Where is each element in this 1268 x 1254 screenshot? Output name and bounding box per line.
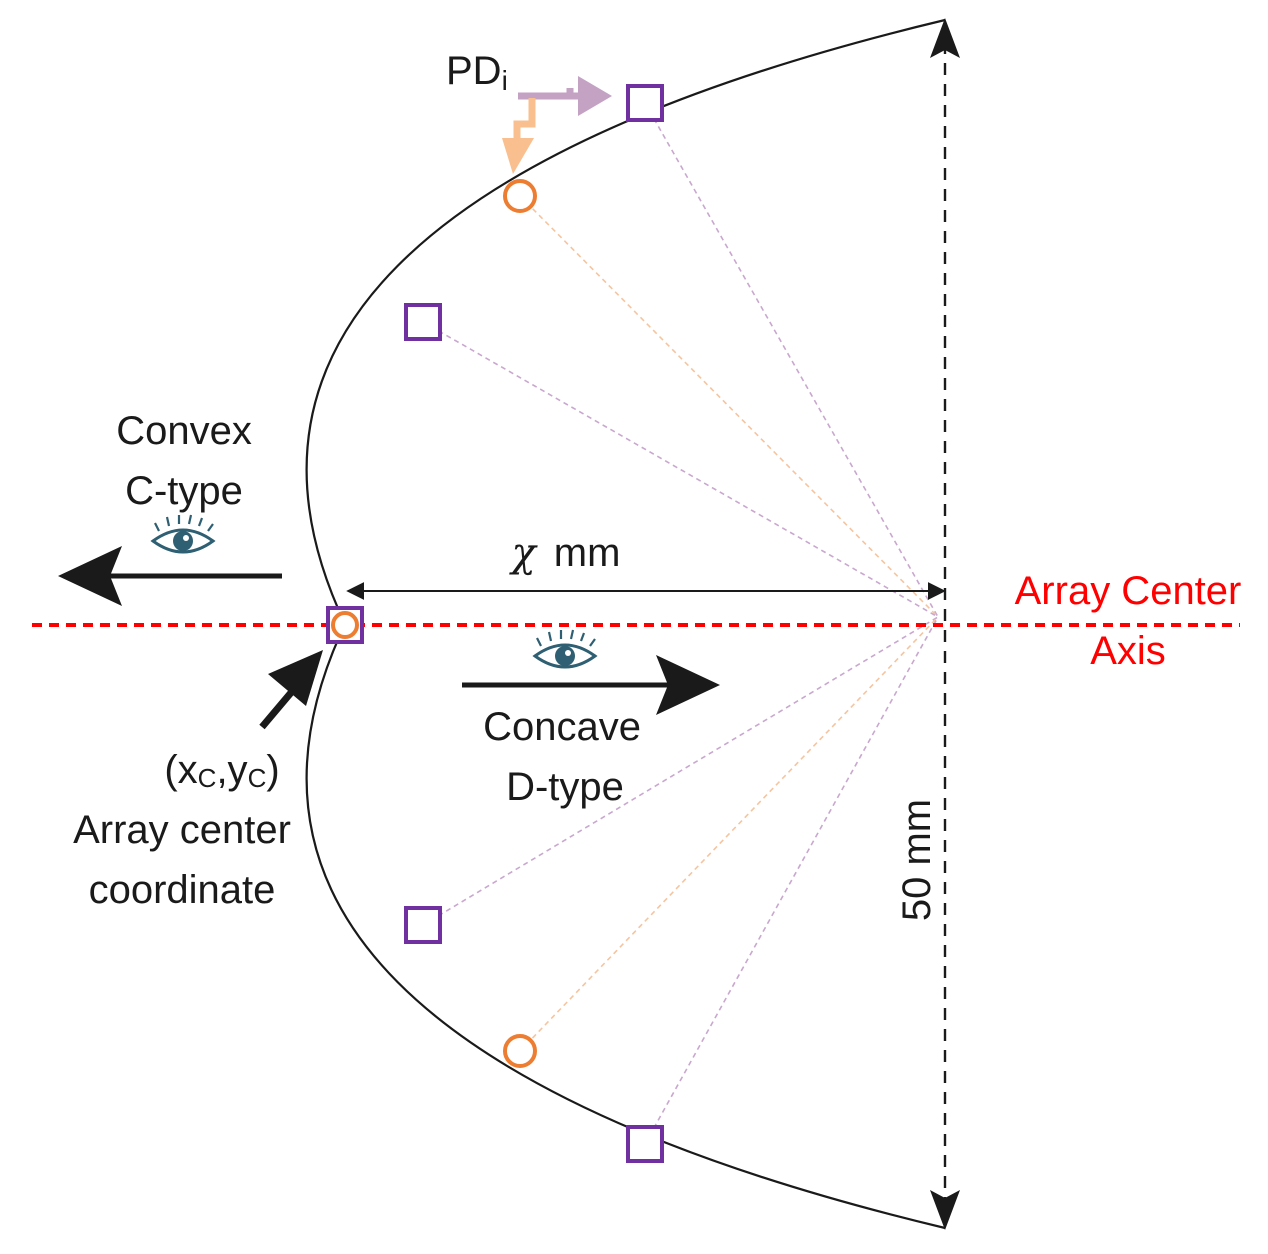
pd-pointer-arrow [518,76,612,116]
c-type-label: C-type [125,469,243,513]
pd-label-main: PD [446,49,502,93]
center-coordinate-arrow [259,650,323,730]
eye-icon [150,514,216,554]
photodiode-square [626,84,664,122]
chi-unit: mm [554,531,621,575]
photodiode-square [404,906,442,944]
eye-icon [532,629,598,669]
coord-close: ) [266,748,279,792]
center-coordinate-label: (xC,yC) [164,748,279,793]
coord-sub-x: C [198,763,217,793]
d-type-label: D-type [506,765,624,809]
photodiode-square [626,1125,664,1163]
led-pointer-arrow [502,98,536,174]
chi-symbol: χ [509,530,539,576]
concave-direction-arrow [462,655,720,715]
height-arrowhead-bottom [930,1190,960,1230]
led-circles [331,179,537,1068]
pd-label: PDi [446,49,508,96]
pd-label-subscript: i [502,65,508,96]
concave-label: Concave [483,705,641,749]
convex-label: Convex [116,409,252,453]
guide-line [422,321,939,618]
guide-lines [422,102,939,1145]
coord-mid: ,y [216,748,247,792]
axis-label-line1: Array Center [1015,569,1242,613]
center-coordinate-desc-2: coordinate [89,868,276,912]
led-circle [503,179,537,213]
guide-line [519,616,939,1052]
guide-line [644,102,939,618]
coord-open: (x [164,748,197,792]
led-circle [503,1034,537,1068]
guide-line [644,616,939,1145]
photodiode-square [404,303,442,341]
axis-label-line2: Axis [1090,629,1166,673]
convex-direction-arrow [58,546,282,606]
height-arrowhead-top [930,18,960,58]
guide-line [422,616,939,926]
height-label: 50 mm [895,799,939,921]
center-led-circle [331,611,359,639]
coord-sub-y: C [248,763,267,793]
center-coordinate-desc-1: Array center [73,808,291,852]
